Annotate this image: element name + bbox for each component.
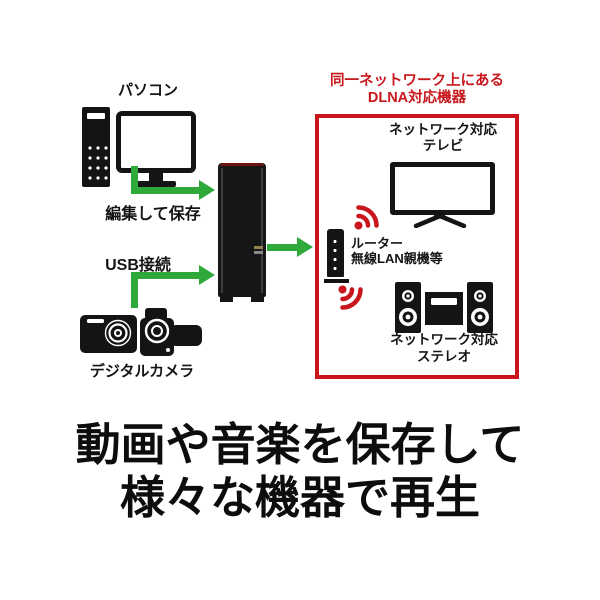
router-label-line1: ルーター <box>351 236 404 251</box>
green-arrow-edit-vertical <box>131 166 138 193</box>
camcorder-icon <box>140 308 202 356</box>
stereo-label: ネットワーク対応 ステレオ <box>374 331 514 365</box>
green-arrow-usb-vertical <box>131 272 138 308</box>
pc-tower-vent-dots <box>86 143 108 181</box>
nas-edge-right <box>261 168 263 293</box>
headline-line2: 様々な機器で再生 <box>119 472 480 523</box>
router-leds <box>332 237 338 273</box>
green-arrow-net-horizontal <box>267 244 299 251</box>
pc-monitor-stand <box>149 172 163 182</box>
green-arrow-edit-horizontal <box>131 187 201 194</box>
nas-foot-left <box>220 296 233 302</box>
router-icon <box>327 229 344 277</box>
stereo-label-line2: ステレオ <box>417 349 471 364</box>
nas-edge-left <box>221 168 223 293</box>
green-arrow-net-head <box>297 237 313 257</box>
green-arrow-usb-horizontal <box>131 272 201 279</box>
network-box-title-line1: 同一ネットワーク上にある <box>330 73 504 89</box>
tv-label-line1: ネットワーク対応 <box>389 122 497 137</box>
stereo-icon <box>395 282 493 333</box>
nas-top-accent <box>220 163 264 166</box>
headline: 動画や音楽を保存して 様々な機器で再生 <box>0 418 600 524</box>
router-label-line2: 無線LAN親機等 <box>351 251 443 266</box>
tv-icon <box>390 162 495 215</box>
nas-status-led2 <box>254 251 263 254</box>
nas-status-led <box>254 246 263 249</box>
dlna-devices-box <box>315 114 519 379</box>
pc-label: パソコン <box>117 82 178 99</box>
router-base <box>324 279 349 283</box>
router-label: ルーター 無線LAN親機等 <box>351 236 443 266</box>
wifi-up-icon <box>354 205 379 230</box>
network-box-title-line2: DLNA対応機器 <box>367 90 467 106</box>
compact-camera-icon <box>80 315 137 353</box>
camera-group-icon <box>80 308 202 356</box>
tv-label: ネットワーク対応 テレビ <box>373 122 513 154</box>
nas-device-icon <box>218 163 266 297</box>
tv-stand-icon <box>413 213 467 228</box>
edit-save-label: 編集して保存 <box>105 206 201 223</box>
tv-label-line2: テレビ <box>422 138 464 153</box>
pc-tower-drive-slot <box>87 113 105 119</box>
nas-foot-right <box>251 296 264 302</box>
pc-monitor-base <box>136 181 176 187</box>
wifi-down-icon <box>338 285 363 310</box>
network-box-title: 同一ネットワーク上にある DLNA対応機器 <box>315 73 519 107</box>
green-arrow-edit-head <box>199 180 215 200</box>
digital-camera-label: デジタルカメラ <box>89 363 195 380</box>
pc-monitor-icon <box>116 111 196 173</box>
pc-tower-icon <box>82 107 110 187</box>
headline-line1: 動画や音楽を保存して <box>75 419 525 470</box>
stereo-label-line1: ネットワーク対応 <box>390 332 498 347</box>
usb-connect-label: USB接続 <box>105 257 171 274</box>
green-arrow-usb-head <box>199 265 215 285</box>
